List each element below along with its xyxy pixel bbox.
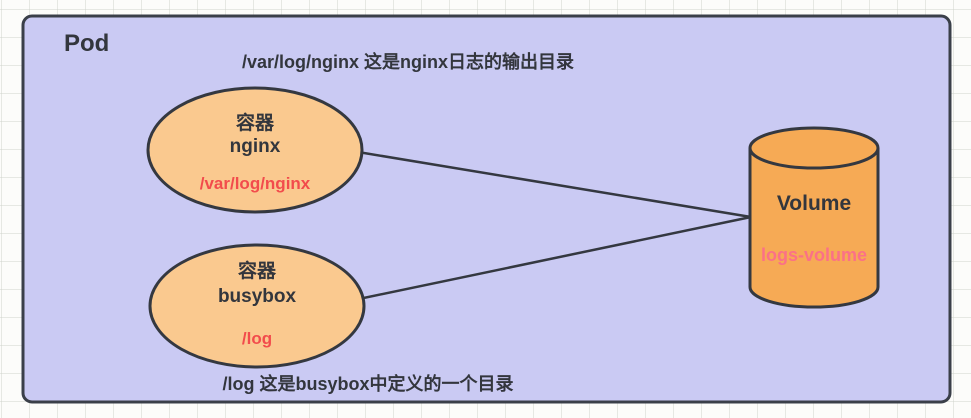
container-busybox-name: busybox <box>218 286 297 307</box>
container-busybox-mount-path: /log <box>242 329 272 348</box>
container-nginx-name: nginx <box>230 136 281 157</box>
container-nginx-type-label: 容器 <box>236 111 275 134</box>
top-annotation: /var/log/nginx 这是nginx日志的输出目录 <box>242 51 574 72</box>
volume-cylinder-body <box>748 148 880 309</box>
pod-label: Pod <box>64 30 109 57</box>
volume-label: Volume <box>777 192 851 215</box>
container-busybox-ellipse <box>148 243 366 369</box>
connector-nginx-to-volume <box>351 149 752 219</box>
bottom-annotation: /log 这是busybox中定义的一个目录 <box>222 373 513 394</box>
container-busybox-type-label: 容器 <box>238 259 277 282</box>
volume-name: logs-volume <box>761 245 867 265</box>
volume-cylinder-top <box>748 126 880 170</box>
connector-busybox-to-volume <box>353 215 752 302</box>
container-nginx-ellipse <box>146 86 364 214</box>
container-nginx-mount-path: /var/log/nginx <box>200 174 311 193</box>
